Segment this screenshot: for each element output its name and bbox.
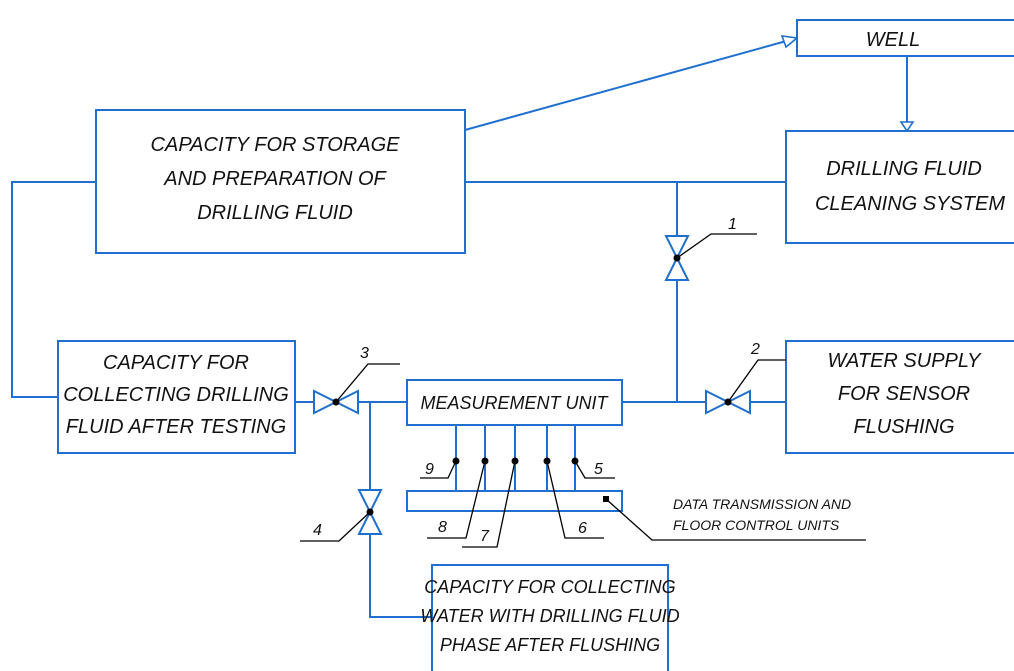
cleaning-label-line2: CLEANING SYSTEM [815,193,1005,215]
leader-8 [427,460,486,539]
water-supply-label-line2: FOR SENSOR [838,383,970,405]
leader-5 [574,460,615,479]
collecting-water-label-line2: WATER WITH DRILLING FLUID [420,606,679,626]
collecting-label-line3: FLUID AFTER TESTING [66,416,286,438]
collecting-label-line2: COLLECTING DRILLING [63,384,289,406]
well-label: WELL [866,29,920,51]
arrow-to-well [780,35,799,49]
storage-label-line1: CAPACITY FOR STORAGE [151,134,401,156]
callout-6: 6 [578,520,587,537]
water-supply-label-line3: FLUSHING [853,416,954,438]
measurement-unit-box [406,379,623,426]
callout-4: 4 [313,522,322,539]
valve-3 [313,389,359,415]
flow-branch-valve4 [369,402,432,618]
callout-5: 5 [594,461,603,478]
flow-storage-to-well [464,39,791,131]
callout-8: 8 [438,519,447,536]
leader-7 [462,460,516,548]
measurement-unit-label: MEASUREMENT UNIT [420,393,609,413]
storage-box [95,109,466,254]
storage-label-line2: AND PREPARATION OF [163,168,387,190]
collecting-water-box [431,564,669,671]
leader-6 [546,460,604,539]
cleaning-box [785,130,1014,244]
valve-4 [357,489,383,535]
valve-2 [705,389,751,415]
collecting-label-line1: CAPACITY FOR [103,352,249,374]
leader-data-units [605,498,866,541]
leader-2 [727,359,786,403]
callout-3: 3 [360,345,369,362]
well-box [796,19,1014,57]
collecting-water-label-line3: PHASE AFTER FLUSHING [440,635,660,655]
callout-9: 9 [425,461,434,478]
data-units-label-line1: DATA TRANSMISSION AND [673,496,851,512]
valve-1 [664,235,690,281]
leader-4 [300,511,371,542]
callout-2: 2 [750,341,760,358]
flow-storage-to-collecting [11,181,96,398]
leader-1 [676,233,757,259]
callout-7: 7 [480,528,490,545]
water-supply-box [785,340,1014,454]
collecting-after-testing-box [57,340,296,454]
collecting-water-label-line1: CAPACITY FOR COLLECTING [424,577,675,597]
leader-9 [420,460,457,479]
data-units-label-line2: FLOOR CONTROL UNITS [673,517,840,533]
water-supply-label-line1: WATER SUPPLY [827,350,982,372]
arrow-to-cleaning [899,121,915,133]
callout-1: 1 [728,216,737,233]
storage-label-line3: DRILLING FLUID [197,202,353,224]
data-transmission-bar [406,490,623,512]
cleaning-label-line1: DRILLING FLUID [826,158,982,180]
leader-3 [335,363,400,403]
